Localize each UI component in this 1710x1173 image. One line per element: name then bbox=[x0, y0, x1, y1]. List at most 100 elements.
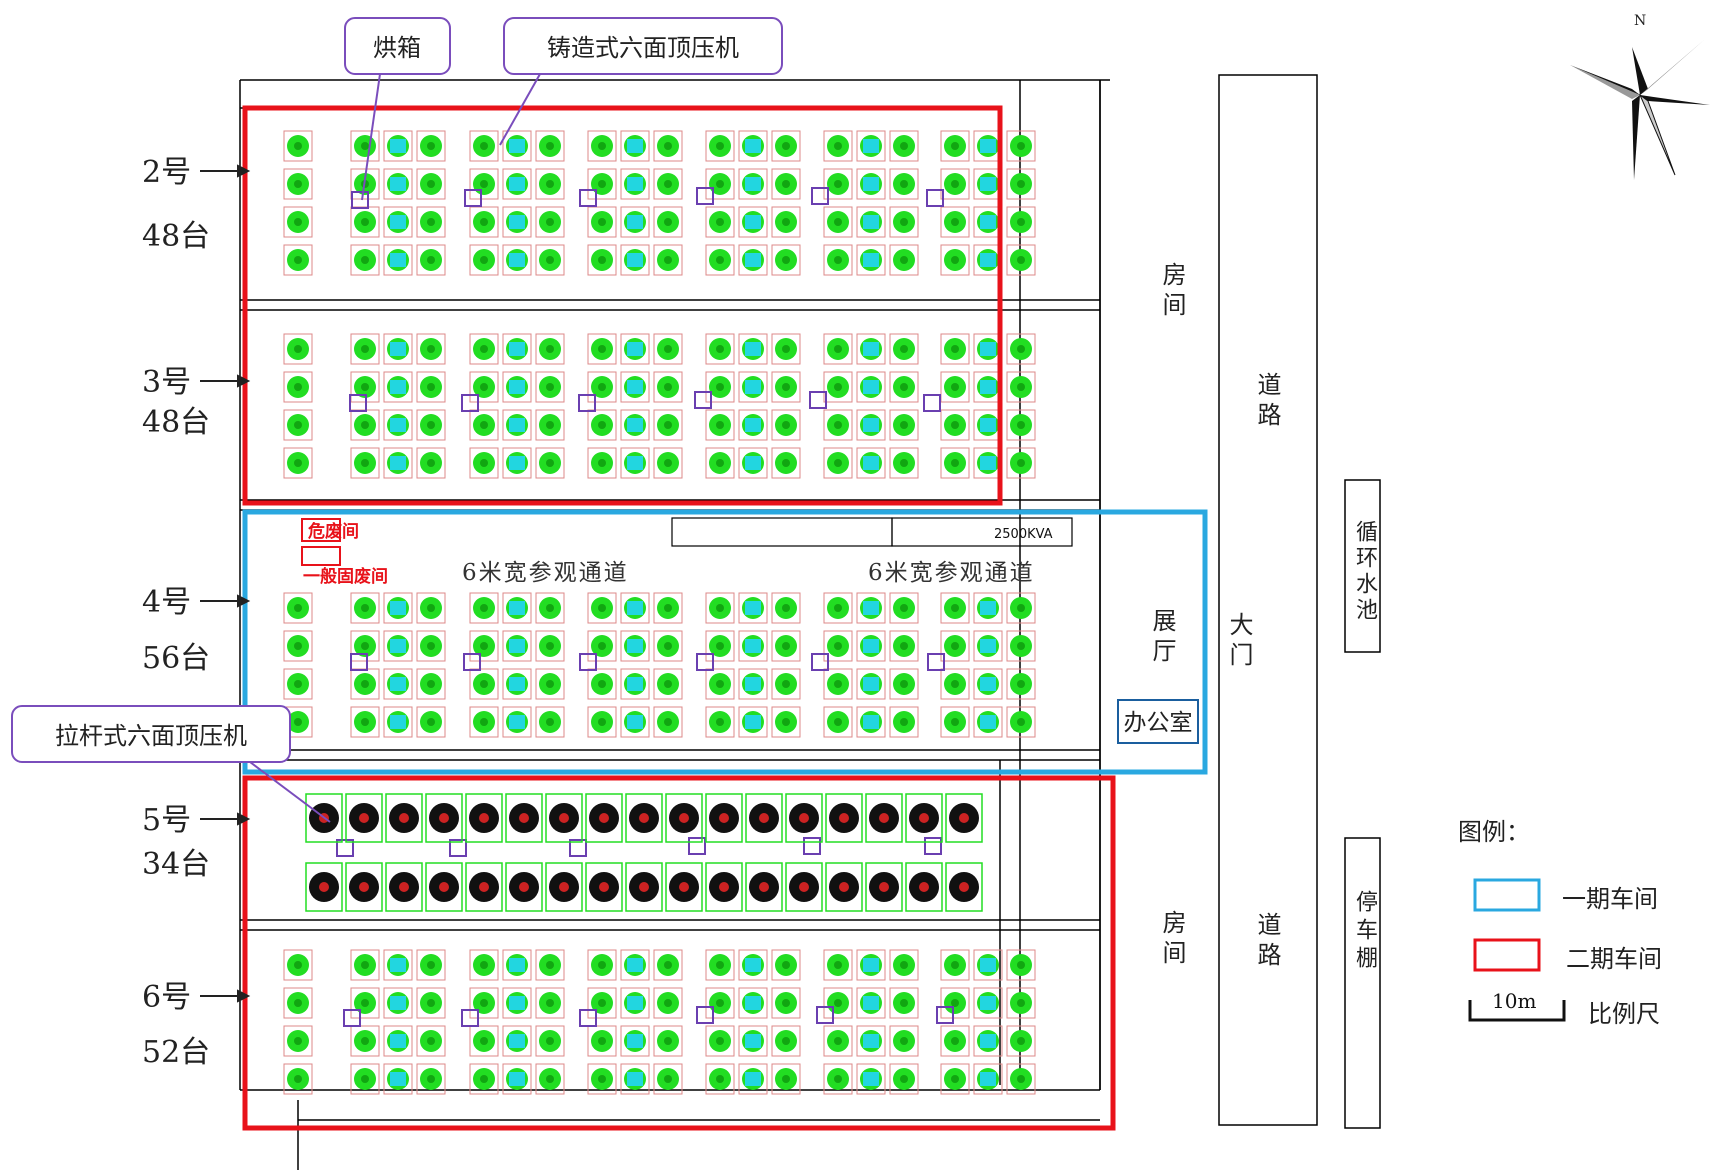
press-machine bbox=[771, 409, 801, 441]
press-machine bbox=[1006, 1063, 1036, 1095]
oven-marker bbox=[694, 391, 712, 409]
press-machine bbox=[416, 1063, 446, 1095]
press-machine bbox=[738, 371, 768, 403]
press-machine bbox=[587, 949, 617, 981]
press-machine bbox=[620, 706, 650, 738]
press-machine bbox=[469, 447, 499, 479]
press-machine bbox=[587, 1025, 617, 1057]
tie-rod-press bbox=[905, 862, 943, 912]
press-machine bbox=[653, 333, 683, 365]
press-machine bbox=[383, 668, 413, 700]
press-machine bbox=[973, 949, 1003, 981]
oven-marker bbox=[449, 839, 467, 857]
press-machine bbox=[940, 949, 970, 981]
press-machine bbox=[502, 706, 532, 738]
press-machine bbox=[823, 447, 853, 479]
press-machine bbox=[469, 668, 499, 700]
press-machine bbox=[350, 371, 380, 403]
press-machine bbox=[383, 630, 413, 662]
tie-rod-press bbox=[865, 862, 903, 912]
oven-marker bbox=[349, 394, 367, 412]
press-machine bbox=[973, 592, 1003, 624]
oven-marker bbox=[569, 839, 587, 857]
press-machine bbox=[469, 706, 499, 738]
press-machine bbox=[283, 371, 313, 403]
press-machine bbox=[535, 168, 565, 200]
office-label: 办公室 bbox=[1124, 710, 1193, 736]
press-machine bbox=[383, 333, 413, 365]
press-machine bbox=[535, 949, 565, 981]
press-machine bbox=[416, 987, 446, 1019]
press-machine bbox=[502, 333, 532, 365]
press-machine bbox=[535, 630, 565, 662]
press-machine bbox=[416, 206, 446, 238]
press-machine bbox=[1006, 987, 1036, 1019]
press-machine bbox=[856, 168, 886, 200]
press-machine bbox=[823, 371, 853, 403]
tie-rod-press bbox=[545, 793, 583, 843]
waste-rooms: 危废间 一般固废间 bbox=[301, 518, 388, 587]
tie-rod-press bbox=[625, 793, 663, 843]
press-machine bbox=[469, 592, 499, 624]
press-machine bbox=[889, 668, 919, 700]
oven-marker bbox=[463, 653, 481, 671]
press-machine bbox=[502, 371, 532, 403]
oven-marker bbox=[926, 189, 944, 207]
hazardous-waste-room: 危废间 bbox=[307, 521, 359, 542]
press-machine bbox=[705, 244, 735, 276]
press-machine bbox=[738, 1025, 768, 1057]
press-machine bbox=[620, 130, 650, 162]
oven-marker bbox=[696, 187, 714, 205]
press-machine bbox=[535, 1025, 565, 1057]
legend-phase1-swatch bbox=[1473, 878, 1541, 912]
press-machine bbox=[973, 1025, 1003, 1057]
press-machine bbox=[973, 333, 1003, 365]
compass-icon: N bbox=[1570, 13, 1710, 180]
press-machine bbox=[416, 130, 446, 162]
press-machine bbox=[620, 168, 650, 200]
press-machine bbox=[469, 168, 499, 200]
press-machine bbox=[620, 409, 650, 441]
press-machine bbox=[705, 447, 735, 479]
press-machine bbox=[771, 668, 801, 700]
oven-marker bbox=[579, 189, 597, 207]
press-machine bbox=[973, 447, 1003, 479]
press-machine bbox=[856, 987, 886, 1019]
tie-rod-press bbox=[905, 793, 943, 843]
press-machine bbox=[502, 949, 532, 981]
press-machine bbox=[416, 630, 446, 662]
press-machine bbox=[653, 1025, 683, 1057]
press-machine bbox=[383, 447, 413, 479]
press-machine bbox=[535, 668, 565, 700]
press-machine bbox=[502, 206, 532, 238]
legend-phase1-label: 一期车间 bbox=[1562, 885, 1658, 913]
tie-rod-press bbox=[945, 793, 983, 843]
press-machine bbox=[973, 630, 1003, 662]
press-machine bbox=[940, 630, 970, 662]
press-machine bbox=[469, 949, 499, 981]
press-machine bbox=[823, 409, 853, 441]
press-machine bbox=[587, 630, 617, 662]
legend: 图例： 一期车间 二期车间 10m 比例尺 bbox=[1458, 818, 1662, 1028]
tie-rod-press bbox=[425, 862, 463, 912]
workshop-arrows bbox=[200, 164, 251, 1003]
press-machine bbox=[856, 409, 886, 441]
press-machine bbox=[350, 244, 380, 276]
press-machine bbox=[469, 130, 499, 162]
press-machine bbox=[1006, 371, 1036, 403]
press-machine bbox=[416, 447, 446, 479]
press-machine bbox=[535, 244, 565, 276]
press-machine bbox=[416, 706, 446, 738]
press-machine bbox=[771, 447, 801, 479]
press-machine bbox=[889, 949, 919, 981]
press-machine bbox=[416, 592, 446, 624]
tie-rod-press bbox=[785, 793, 823, 843]
callout-cast-press-text: 铸造式六面顶压机 bbox=[547, 34, 739, 62]
press-machine bbox=[620, 333, 650, 365]
press-machine bbox=[705, 706, 735, 738]
press-machine bbox=[889, 371, 919, 403]
oven-marker bbox=[351, 191, 369, 209]
press-machine bbox=[738, 168, 768, 200]
oven-marker bbox=[811, 653, 829, 671]
